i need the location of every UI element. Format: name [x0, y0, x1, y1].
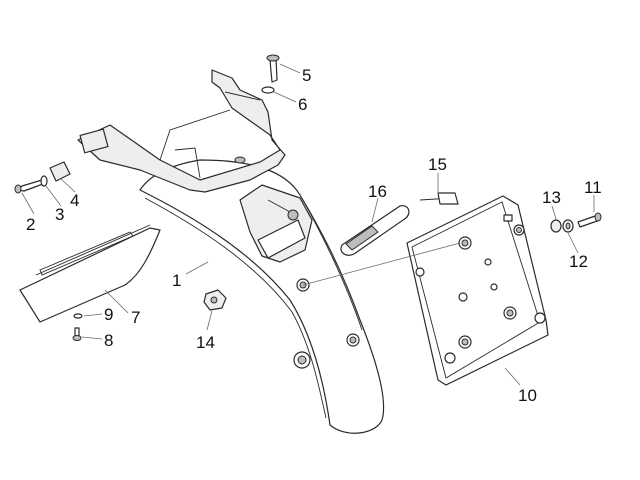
callout-8: 8 — [104, 331, 113, 350]
screw-11 — [577, 212, 602, 228]
callout-3: 3 — [55, 205, 64, 224]
callout-6: 6 — [298, 95, 307, 114]
callout-9: 9 — [104, 305, 113, 324]
rivet-15 — [419, 192, 459, 205]
mud-flap — [19, 224, 161, 323]
washer-3 — [40, 175, 48, 187]
washer-12 — [562, 219, 574, 233]
callout-4: 4 — [70, 191, 79, 210]
callout-labels: 1 2 3 4 5 6 7 8 9 10 11 12 13 14 15 16 — [26, 66, 602, 405]
callout-12: 12 — [569, 252, 588, 271]
screw-2 — [14, 179, 44, 194]
callout-2: 2 — [26, 215, 35, 234]
leader-lines — [21, 63, 595, 386]
nut-14 — [203, 289, 227, 311]
washer-9 — [73, 313, 83, 319]
callout-13: 13 — [542, 188, 561, 207]
callout-7: 7 — [131, 308, 140, 327]
callout-15: 15 — [428, 155, 447, 174]
callout-14: 14 — [196, 333, 215, 352]
screw-8 — [72, 327, 82, 341]
screw-5 — [266, 54, 280, 83]
license-plate-holder — [406, 195, 549, 386]
nut-13 — [550, 219, 562, 233]
callout-11: 11 — [584, 178, 602, 197]
callout-10: 10 — [518, 386, 537, 405]
washer-6 — [261, 86, 275, 94]
reflector-16 — [340, 205, 410, 256]
callout-16: 16 — [368, 182, 387, 201]
callout-5: 5 — [302, 66, 311, 85]
callout-1: 1 — [172, 271, 181, 290]
clip-nut-4 — [49, 161, 71, 182]
